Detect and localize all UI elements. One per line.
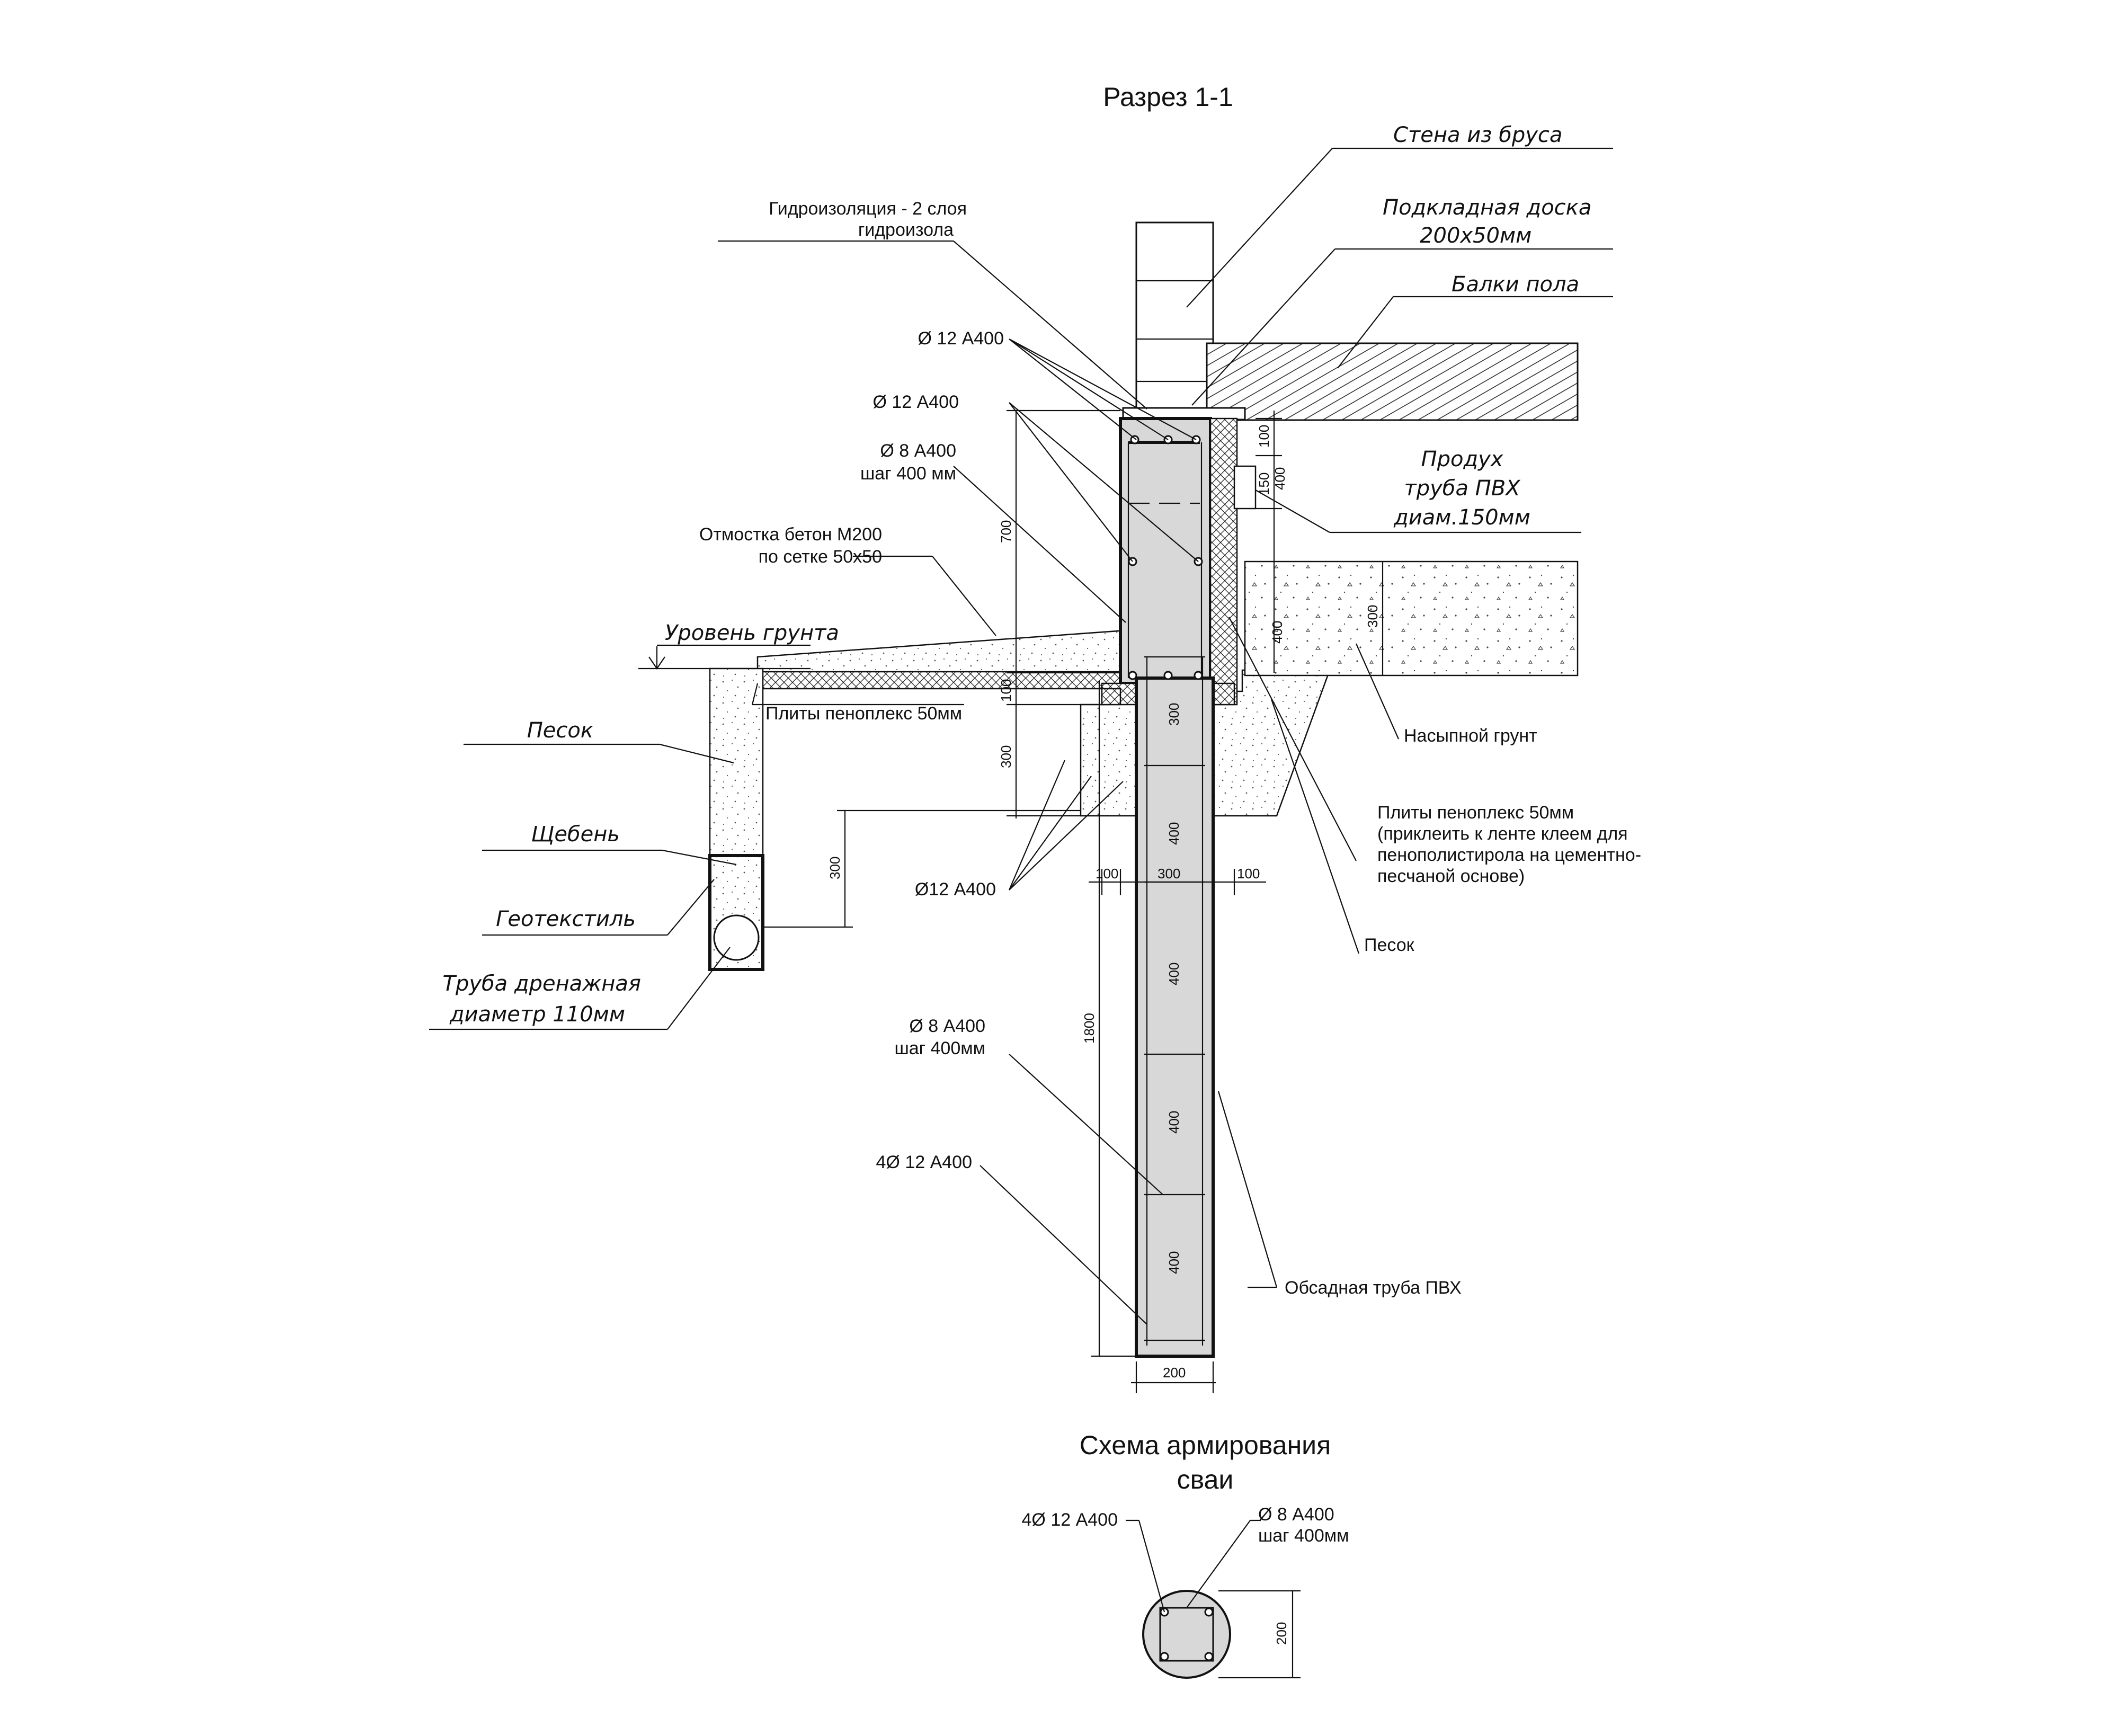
scheme-title-1: Схема армирования [1080, 1430, 1331, 1460]
dim-400-fill: 400 [1269, 621, 1285, 644]
label-penoplex-right-3: пенополистирола на цементно- [1377, 845, 1641, 865]
label-penoplex-right-4: песчаной основе) [1377, 866, 1525, 886]
label-drain-2: диаметр 110мм [449, 1002, 625, 1027]
label-vent-3: диам.150мм [1393, 505, 1530, 530]
label-penoplex-right-2: (приклеить к ленте клеем для [1377, 824, 1628, 844]
penoplex-grillage-left [1101, 688, 1121, 706]
label-rebar-bottom: Ø12 А400 [915, 879, 996, 900]
label-casing: Обсадная труба ПВХ [1285, 1278, 1462, 1298]
label-gravel: Щебень [531, 822, 620, 847]
scheme-pile-section [1126, 1519, 1301, 1679]
section-title: Разрез 1-1 [1103, 82, 1233, 112]
dim-300-mid: 300 [1158, 866, 1180, 882]
dim-700: 700 [998, 520, 1014, 543]
dim-300-fill: 300 [1365, 605, 1381, 628]
label-vent-1: Продух [1421, 447, 1503, 471]
label-board-2: 200x50мм [1420, 224, 1532, 248]
label-wall: Стена из бруса [1393, 123, 1562, 147]
drain-pipe [713, 914, 760, 961]
label-pile-stirrup-1: Ø 8 А400 [909, 1016, 985, 1036]
dim-400-1: 400 [1166, 822, 1182, 845]
floor-joist [1206, 342, 1579, 421]
label-fill-soil: Насыпной грунт [1404, 726, 1537, 746]
label-blind-area-1: Отмостка бетон М200 [699, 524, 882, 545]
pile [1135, 676, 1215, 1358]
penoplex-grillage-side [1209, 417, 1238, 706]
label-stirrup-2: шаг 400 мм [860, 464, 956, 484]
label-rebar-top-2: Ø 12 А400 [872, 392, 959, 412]
label-vent-2: труба ПВХ [1404, 476, 1521, 501]
label-sand-right: Песок [1364, 935, 1415, 955]
vent-pipe [1233, 465, 1257, 510]
label-rebar-top-1: Ø 12 А400 [918, 328, 1004, 349]
timber-wall [1135, 221, 1214, 409]
dim-200-pile: 200 [1163, 1365, 1186, 1381]
scheme-dim-200: 200 [1274, 1622, 1289, 1645]
label-penoplex-right-1: Плиты пеноплекс 50мм [1377, 803, 1574, 823]
dim-100-top: 100 [1256, 425, 1272, 448]
label-pile-rebar: 4Ø 12 А400 [876, 1152, 972, 1172]
dim-300-grillage: 300 [998, 745, 1014, 768]
dim-400-2: 400 [1166, 963, 1182, 985]
dim-100-left: 100 [1096, 866, 1118, 882]
dim-300-pile-top: 300 [1166, 703, 1182, 726]
label-stirrup-1: Ø 8 А400 [880, 441, 956, 461]
label-waterproof-1: Гидроизоляция - 2 слоя [769, 199, 967, 219]
leader-lines [429, 147, 1613, 1325]
scheme-rebar-label: 4Ø 12 А400 [1022, 1510, 1118, 1530]
dim-300-drain: 300 [827, 857, 843, 879]
dim-1800: 1800 [1081, 1013, 1097, 1044]
label-geotextile: Геотекстиль [496, 907, 636, 931]
dim-400-4: 400 [1166, 1251, 1182, 1274]
drain-trench-sand [709, 667, 764, 858]
scheme-title-2: сваи [1177, 1465, 1234, 1494]
dim-400-3: 400 [1166, 1111, 1182, 1134]
dimension-lines [763, 409, 1384, 1393]
grillage-concrete [1119, 417, 1212, 685]
label-joists: Балки пола [1452, 272, 1579, 297]
fill-soil [1244, 560, 1579, 676]
dim-100-grillage: 100 [998, 679, 1014, 702]
label-sand-left: Песок [527, 718, 593, 743]
penoplex-under-blind-area [756, 671, 1127, 690]
label-drain-1: Труба дренажная [443, 972, 641, 996]
dim-400-top: 400 [1272, 467, 1288, 490]
scheme-stirrup-1: Ø 8 А400 [1258, 1504, 1334, 1525]
label-blind-area-2: по сетке 50x50 [759, 547, 882, 567]
label-pile-stirrup-2: шаг 400мм [894, 1038, 985, 1058]
label-waterproof-2: гидроизола [858, 220, 954, 240]
scheme-stirrup-2: шаг 400мм [1258, 1526, 1349, 1546]
label-board-1: Подкладная доска [1383, 195, 1591, 220]
label-penoplex: Плиты пеноплекс 50мм [765, 704, 962, 724]
ground-level-label: Уровень грунта [665, 621, 839, 645]
dim-100-right: 100 [1237, 866, 1260, 882]
